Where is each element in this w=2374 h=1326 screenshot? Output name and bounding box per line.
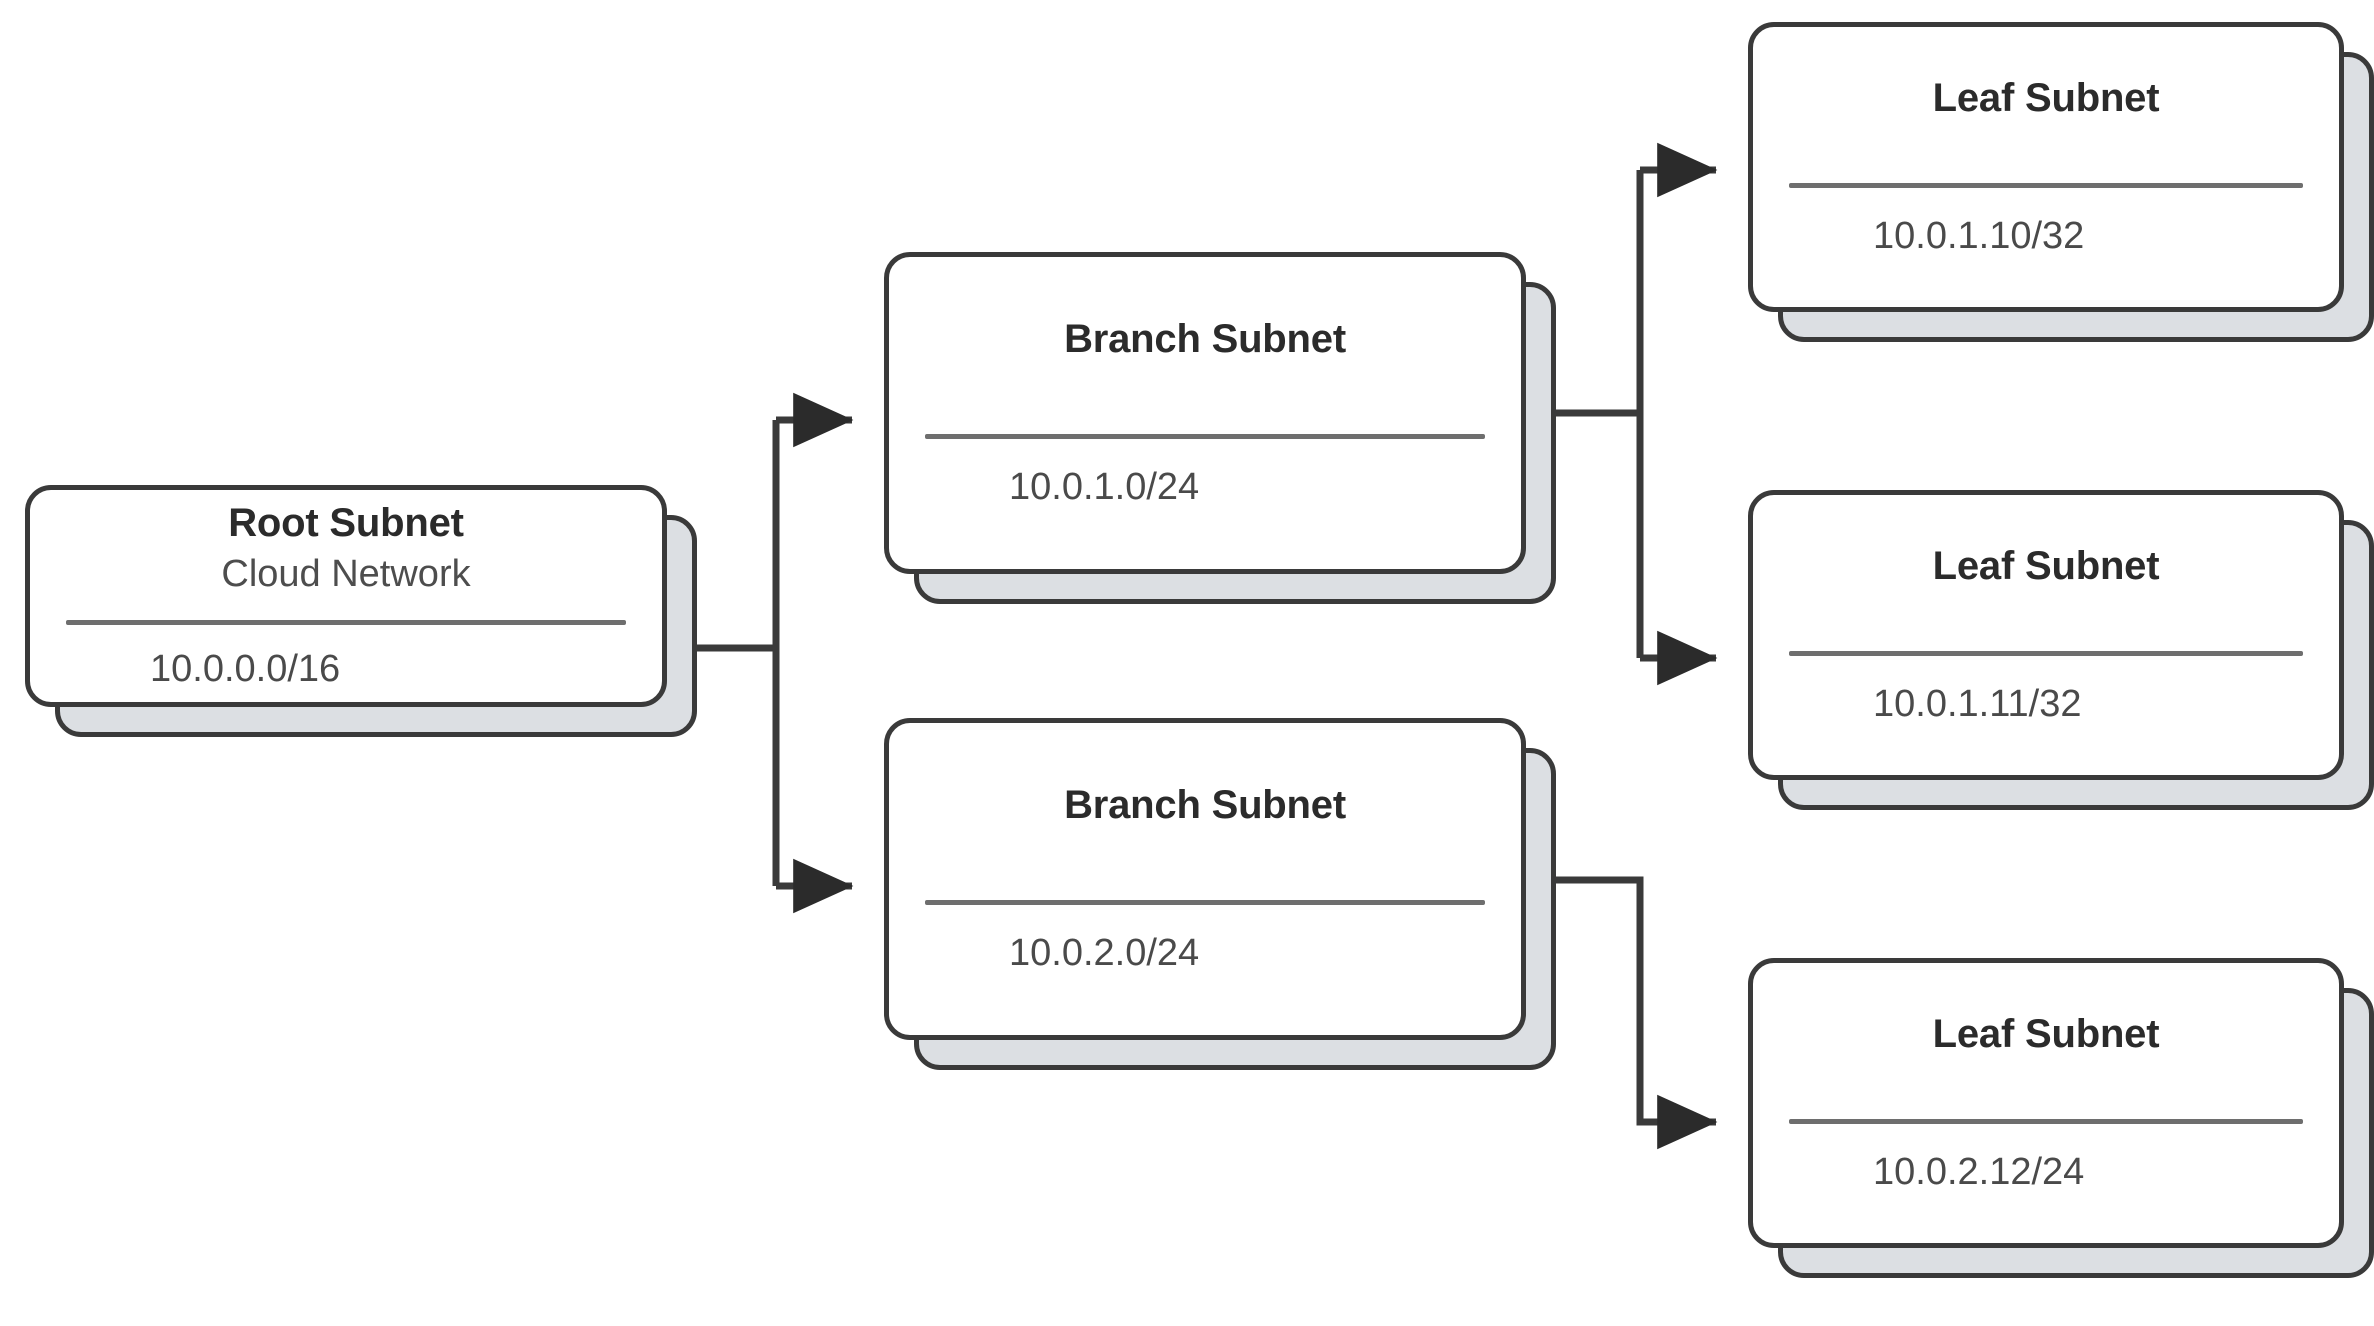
card-face: Branch Subnet 10.0.2.0/24 bbox=[884, 718, 1526, 1040]
card-title: Root Subnet bbox=[228, 500, 464, 545]
card-cidr: 10.0.2.0/24 bbox=[1009, 931, 1200, 974]
card-cidr: 10.0.1.0/24 bbox=[1009, 465, 1200, 508]
card-title: Branch Subnet bbox=[1064, 316, 1346, 361]
card-divider bbox=[66, 619, 626, 625]
node-branch-subnet-2[interactable]: Branch Subnet 10.0.2.0/24 bbox=[884, 718, 1556, 1070]
card-title: Leaf Subnet bbox=[1932, 543, 2160, 588]
card-divider bbox=[1789, 182, 2303, 188]
card-face: Leaf Subnet 10.0.2.12/24 bbox=[1748, 958, 2344, 1248]
node-leaf-subnet-3[interactable]: Leaf Subnet 10.0.2.12/24 bbox=[1748, 958, 2374, 1278]
card-title: Leaf Subnet bbox=[1932, 75, 2160, 120]
card-divider bbox=[1789, 650, 2303, 656]
edge-root-to-branches bbox=[697, 392, 854, 914]
card-face: Leaf Subnet 10.0.1.10/32 bbox=[1748, 22, 2344, 312]
node-root-subnet[interactable]: Root Subnet Cloud Network 10.0.0.0/16 bbox=[25, 485, 697, 737]
card-divider bbox=[925, 899, 1485, 905]
card-face: Leaf Subnet 10.0.1.11/32 bbox=[1748, 490, 2344, 780]
edge-branch1-to-leaves bbox=[1548, 142, 1718, 686]
edge-branch2-to-leaf3 bbox=[1548, 876, 1718, 1150]
card-subtitle: Cloud Network bbox=[221, 552, 471, 595]
node-leaf-subnet-2[interactable]: Leaf Subnet 10.0.1.11/32 bbox=[1748, 490, 2374, 810]
card-title: Leaf Subnet bbox=[1932, 1011, 2160, 1056]
node-branch-subnet-1[interactable]: Branch Subnet 10.0.1.0/24 bbox=[884, 252, 1556, 604]
card-face: Root Subnet Cloud Network 10.0.0.0/16 bbox=[25, 485, 667, 707]
card-cidr: 10.0.0.0/16 bbox=[150, 647, 341, 690]
card-cidr: 10.0.1.11/32 bbox=[1873, 682, 2082, 725]
card-divider bbox=[925, 433, 1485, 439]
card-title: Branch Subnet bbox=[1064, 782, 1346, 827]
card-divider bbox=[1789, 1118, 2303, 1124]
card-cidr: 10.0.1.10/32 bbox=[1873, 214, 2085, 257]
card-cidr: 10.0.2.12/24 bbox=[1873, 1150, 2085, 1193]
card-face: Branch Subnet 10.0.1.0/24 bbox=[884, 252, 1526, 574]
node-leaf-subnet-1[interactable]: Leaf Subnet 10.0.1.10/32 bbox=[1748, 22, 2374, 342]
